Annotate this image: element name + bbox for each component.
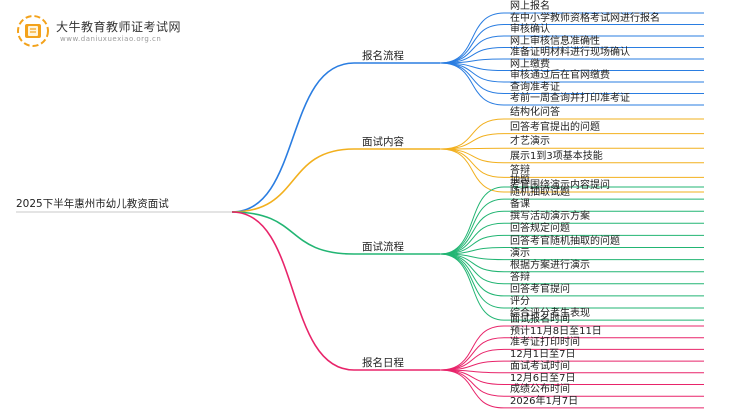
branch-connector [231,148,355,213]
leaf-label: 准备证明材料进行现场确认 [510,47,630,58]
leaf-connector [439,253,505,297]
leaf-connector [439,62,505,106]
leaf-label: 回答考官提问 [510,283,570,295]
branch-label: 报名流程 [362,50,404,62]
brand-logo: 大牛教育教师证考试网 www.daniuxuexiao.org.cn [16,14,246,48]
leaf-label: 面试考试时间 [510,360,570,372]
leaf-label: 2026年1月7日 [510,395,579,407]
leaf-connector [439,369,505,397]
leaf-label: 撰写活动演示方案 [510,211,590,223]
leaf-label: 结构化问答 [510,107,560,118]
leaf-label: 审核通过后在官网缴费 [510,70,610,81]
brand-url: www.daniuxuexiao.org.cn [60,35,162,43]
leaf-label: 成绩公布时间 [510,384,570,396]
leaf-label: 预计11月8日至11日 [510,325,602,337]
leaf-connector [439,24,505,64]
leaf-connector [439,369,505,409]
leaf-label: 网上缴费 [510,58,550,70]
leaf-connector [439,210,505,255]
root-topic: 2025下半年惠州市幼儿教资面试 [16,198,169,210]
leaf-connector [439,186,505,255]
leaf-label: 演示 [510,247,530,259]
leaf-connector [439,198,505,255]
leaf-label: 回答考官提出的问题 [510,121,600,133]
leaf-connector [439,133,505,150]
leaf-label: 答辩 [510,271,530,283]
leaf-label: 查询准考证 [510,81,560,93]
leaf-label: 备课 [510,199,530,211]
leaf-label: 回答规定问题 [510,223,570,235]
leaf-connector [439,148,505,178]
branch-label: 面试内容 [362,136,404,148]
leaf-label: 回答考官随机抽取的问题 [510,235,620,247]
leaf-label: 考官围绕演示内容提问 [510,180,610,191]
leaf-connector [439,148,505,164]
leaf-label: 面试报名时间 [510,314,570,325]
leaf-connector [439,348,505,371]
branch-connector [231,211,355,371]
leaf-connector [439,148,505,193]
leaf-connector [439,253,505,321]
leaf-label: 综合评分考生表现 [510,308,590,320]
leaf-connector [439,325,505,371]
leaf-label: 评分 [510,296,530,307]
leaf-label: 准考证打印时间 [510,337,580,349]
book-badge-icon [17,15,49,47]
leaf-label: 12月1日至7日 [510,349,576,361]
leaf-connector [439,118,505,150]
leaf-label: 在中小学教师资格考试网进行报名 [510,12,660,24]
branch-connector [231,62,355,213]
leaf-label: 答辩 [510,165,530,177]
leaf-connector [439,58,505,64]
brand-name: 大牛教育教师证考试网 [56,20,182,34]
leaf-label: 根据方案进行演示 [510,259,590,271]
leaf-label: 审核确认 [510,24,550,35]
leaf-label: 展示1到3项基本技能 [510,150,603,162]
leaf-connector [439,62,505,94]
leaf-label: 网上报名 [510,1,550,12]
leaf-label: 才艺演示 [510,136,550,148]
branch-label: 面试流程 [362,241,404,253]
leaf-label: 网上审核信息准确性 [510,35,600,47]
leaf-connector [439,62,505,83]
leaf-connector [439,12,505,64]
leaf-label: 考前一周查询并打印准考证 [510,93,630,104]
leaf-label: 随机抽取试题 [510,187,570,199]
branch-label: 报名日程 [362,357,404,369]
leaf-label: 抽题 [510,175,530,186]
leaf-label: 12月6日至7日 [510,372,576,384]
branch-connector [231,211,355,255]
